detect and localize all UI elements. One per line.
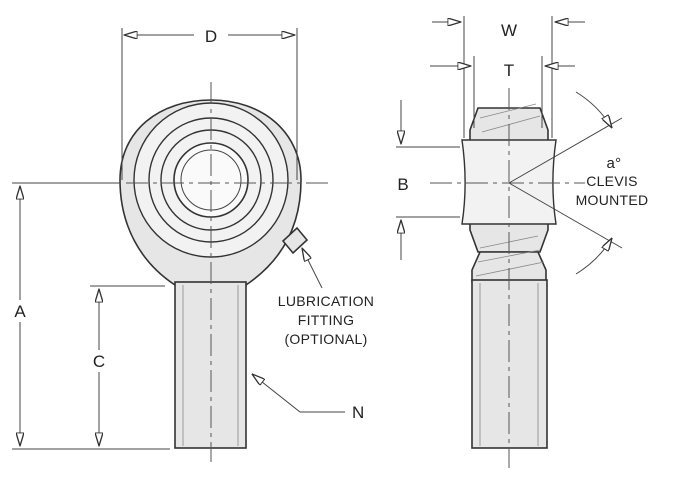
dim-label-d: D [205,27,217,46]
dim-label-c: C [93,352,105,371]
dim-label-n: N [352,403,364,422]
angle-label: a° [607,155,622,172]
dim-label-a: A [14,302,26,321]
lubrication-fitting [281,226,309,255]
dim-label-w: W [501,21,517,40]
clevis-note-line2: MOUNTED [576,192,649,208]
side-view: W T B a° CLEVIS MOUNTED [396,16,648,468]
dim-label-b: B [397,175,408,194]
lube-note-line3: (OPTIONAL) [284,331,367,347]
dim-label-t: T [504,61,514,80]
front-view: D A C N LUBRICATION FITTING (OPTIONAL) [12,27,374,462]
lube-note-line2: FITTING [298,312,355,328]
clevis-note-line1: CLEVIS [586,173,638,189]
lube-note-line1: LUBRICATION [278,293,374,309]
